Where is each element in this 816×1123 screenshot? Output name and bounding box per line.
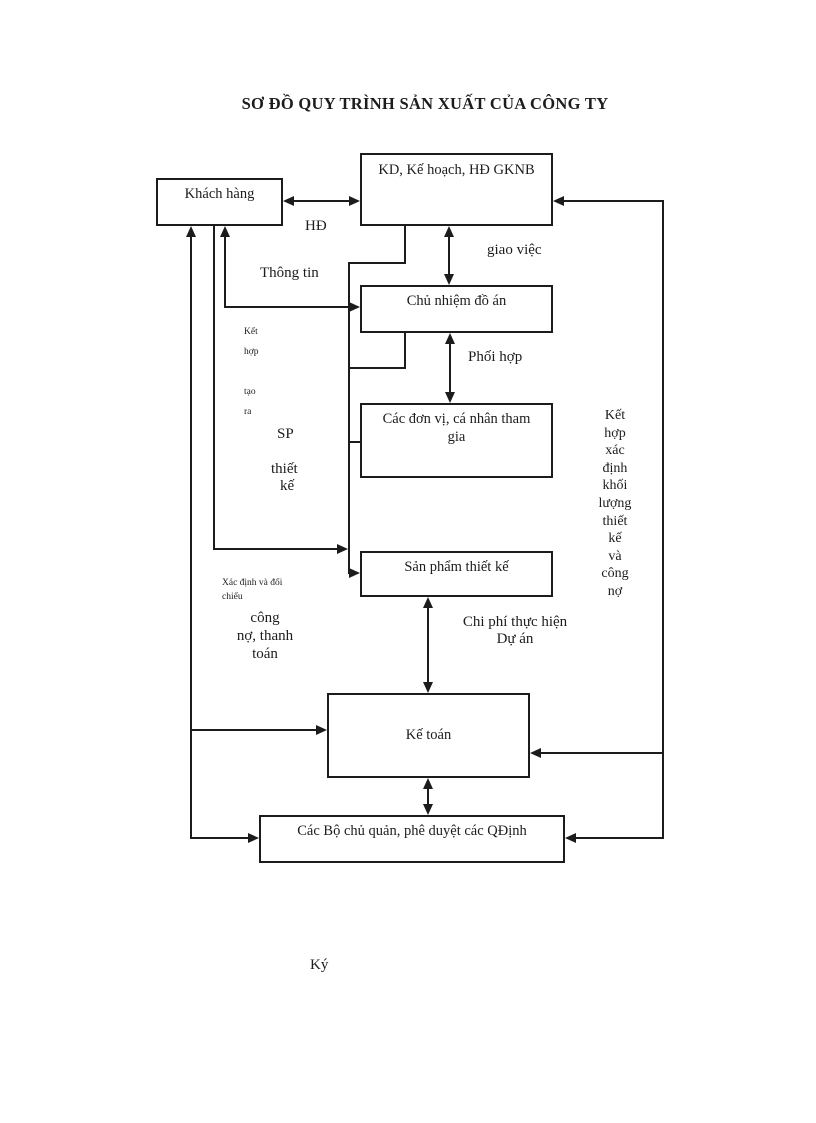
line-right-to-bo-chu-quan bbox=[576, 837, 664, 839]
label-hop: hợp bbox=[244, 347, 259, 357]
arrowhead-sp-to-rail bbox=[337, 544, 348, 554]
arrowhead-into-kd-right bbox=[553, 196, 564, 206]
box-san-pham-thiet-ke: Sản phẩm thiết kế bbox=[360, 551, 553, 597]
line-khach-kd bbox=[292, 200, 352, 202]
line-kd-step-down bbox=[404, 226, 406, 264]
line-rail-to-don-vi bbox=[348, 441, 360, 443]
line-left-loop-vertical bbox=[190, 232, 192, 839]
arrowhead-down-to-don-vi bbox=[445, 392, 455, 403]
arrowhead-into-ke-toan-right bbox=[530, 748, 541, 758]
box-kd-ke-hoach: KD, Kế hoạch, HĐ GKNB bbox=[360, 153, 553, 226]
label-tao: tạo bbox=[244, 387, 256, 397]
line-center-rail bbox=[348, 262, 350, 574]
arrowhead-to-kd bbox=[349, 196, 360, 206]
line-thong-tin-vertical bbox=[224, 232, 226, 308]
label-sp: SP bbox=[277, 426, 294, 442]
box-ke-toan: Kế toán bbox=[327, 693, 530, 778]
line-kd-chu-nhiem bbox=[448, 235, 450, 276]
label-xac-dinh-doi-chieu: Xác định và đối chiếu bbox=[222, 578, 283, 602]
label-ky: Ký bbox=[310, 957, 329, 973]
label-thong-tin: Thông tin bbox=[260, 265, 319, 281]
line-ke-toan-bo-chu-quan bbox=[427, 787, 429, 806]
box-chu-nhiem-do-an: Chủ nhiệm đồ án bbox=[360, 285, 553, 333]
label-hd: HĐ bbox=[305, 218, 327, 234]
arrowhead-into-bo-chu-quan-left bbox=[248, 833, 259, 843]
arrowhead-up-to-khach-hang-1 bbox=[186, 226, 196, 237]
label-thiet: thiết bbox=[271, 461, 298, 477]
box-don-vi-ca-nhan: Các đơn vị, cá nhân tham gia bbox=[360, 403, 553, 478]
arrowhead-up-to-khach-hang-2 bbox=[220, 226, 230, 237]
line-kd-step-across bbox=[348, 262, 406, 264]
arrowhead-up-to-kd bbox=[444, 226, 454, 237]
arrowhead-down-to-ke-toan bbox=[423, 682, 433, 693]
box-khach-hang: Khách hàng bbox=[156, 178, 283, 226]
line-right-to-ke-toan bbox=[541, 752, 664, 754]
page-title: SƠ ĐỒ QUY TRÌNH SẢN XUẤT CỦA CÔNG TY bbox=[241, 94, 609, 113]
arrowhead-into-chu-nhiem bbox=[349, 302, 360, 312]
line-khach-sp-horizontal bbox=[213, 548, 337, 550]
arrowhead-down-to-chu-nhiem bbox=[444, 274, 454, 285]
label-chi-phi-thuc-hien: Chi phí thực hiện Dự án bbox=[462, 614, 568, 647]
line-right-to-kd bbox=[562, 200, 664, 202]
arrowhead-to-khach-hang bbox=[283, 196, 294, 206]
line-khach-sp-vertical bbox=[213, 226, 215, 550]
label-cong-no-thanh-toan: công nợ, thanh toán bbox=[236, 610, 294, 662]
arrowhead-into-bo-chu-quan-right bbox=[565, 833, 576, 843]
line-chu-nhiem-don-vi bbox=[449, 342, 451, 394]
box-bo-chu-quan: Các Bộ chủ quản, phê duyệt các QĐịnh bbox=[259, 815, 565, 863]
label-right-note: Kết hợp xác định khối lượng thiết kế và … bbox=[598, 408, 632, 599]
label-phoi-hop: Phối hợp bbox=[468, 349, 523, 365]
label-ket: Kết bbox=[244, 327, 258, 337]
line-left-to-bo-chu-quan bbox=[190, 837, 248, 839]
arrowhead-into-san-pham bbox=[349, 568, 360, 578]
line-chu-nhiem-across bbox=[348, 367, 406, 369]
line-chu-nhiem-down bbox=[404, 333, 406, 369]
line-right-loop-vertical bbox=[662, 200, 664, 839]
arrowhead-into-ke-toan-left bbox=[316, 725, 327, 735]
line-san-pham-ke-toan bbox=[427, 606, 429, 684]
arrowhead-down-to-bo-chu-quan bbox=[423, 804, 433, 815]
arrowhead-up-to-san-pham bbox=[423, 597, 433, 608]
line-thong-tin-horizontal bbox=[224, 306, 349, 308]
label-ke: kế bbox=[280, 478, 295, 494]
label-giao-viec: giao việc bbox=[487, 242, 542, 258]
line-left-to-ke-toan bbox=[190, 729, 316, 731]
label-ra: ra bbox=[244, 407, 252, 417]
arrowhead-up-to-chu-nhiem bbox=[445, 333, 455, 344]
arrowhead-up-to-ke-toan bbox=[423, 778, 433, 789]
